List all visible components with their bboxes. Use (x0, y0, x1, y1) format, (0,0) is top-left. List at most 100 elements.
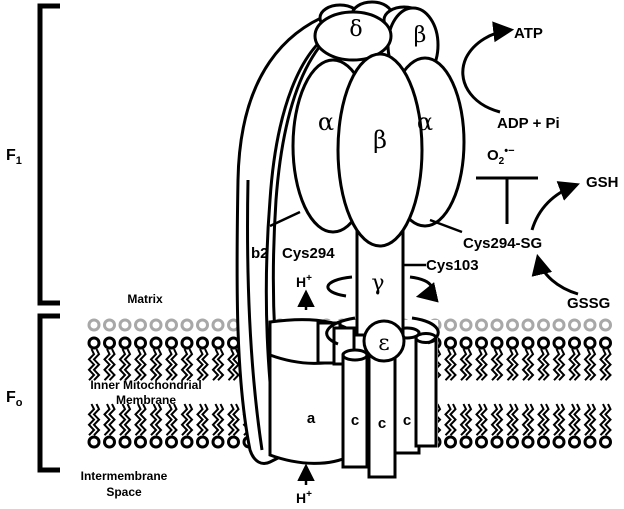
atp-label: ATP (514, 25, 543, 42)
lipid-head-outer (537, 318, 550, 332)
lipid-head-outer (599, 318, 612, 332)
lipid-head-outer (490, 318, 504, 332)
lipid-head-upper (599, 336, 612, 350)
lipid-head-lower (103, 435, 116, 449)
lipid-tail (170, 403, 178, 436)
lipid-tail (139, 403, 147, 436)
lipid-tail (573, 348, 581, 381)
lipid-tail (542, 403, 550, 436)
lipid-tail (103, 403, 111, 436)
lipid-tail (552, 348, 561, 381)
lipid-head-lower (165, 435, 178, 449)
lipid-tail (108, 348, 116, 381)
lipid-head-lower (180, 435, 194, 449)
lipid-head-outer (475, 318, 488, 332)
lipid-head-upper (149, 336, 163, 350)
lipid-head-outer (583, 318, 597, 332)
lipid-tail (495, 403, 504, 436)
lipid-tail (154, 403, 163, 436)
lipid-head-outer (552, 318, 566, 332)
cys294-sg-label: Cys294-SG (463, 235, 542, 252)
f1-head (291, 0, 466, 248)
lipid-head-upper (506, 336, 519, 350)
lipid-head-lower (552, 435, 566, 449)
lipid-tail (475, 348, 483, 381)
fo-bracket (37, 313, 60, 473)
lipid-tail (118, 348, 127, 381)
lipid-tail (201, 403, 209, 436)
lipid-tail (227, 348, 235, 381)
lipid-head-outer (568, 318, 581, 332)
lipid-tail (139, 348, 147, 381)
lipid-head-lower (227, 435, 240, 449)
lipid-tail (87, 348, 96, 381)
matrix-label: Matrix (127, 292, 163, 306)
lipid-tail (573, 403, 581, 436)
lipid-tail (211, 348, 220, 381)
lipid-tail (444, 403, 452, 436)
lipid-tail (490, 403, 499, 436)
lipid-head-outer (459, 318, 473, 332)
lipid-tail (180, 348, 189, 381)
lipid-head-outer (521, 318, 535, 332)
lipid-tail (464, 348, 473, 381)
lipid-tail (568, 348, 576, 381)
lipid-head-lower (568, 435, 581, 449)
subunit-c-label-1: c (351, 412, 359, 429)
lipid-head-upper (165, 336, 178, 350)
cys103-label: Cys103 (426, 257, 479, 274)
lipid-tail (480, 403, 488, 436)
lipid-head-outer (103, 318, 116, 332)
lipid-tail (201, 348, 209, 381)
gssg-arrow (531, 253, 579, 296)
lipid-tail (185, 403, 194, 436)
lipid-head-lower (134, 435, 147, 449)
lipid-tail (227, 403, 235, 436)
gsh-arrow (530, 181, 580, 231)
lipid-tail (149, 403, 158, 436)
lipid-tail (108, 403, 116, 436)
lipid-head-upper (118, 336, 132, 350)
lipid-tail (526, 348, 535, 381)
subunit-c-label-3: c (403, 412, 411, 429)
lipid-head-outer (118, 318, 132, 332)
lipid-tail (557, 348, 566, 381)
intermembrane-label-2: Space (106, 485, 142, 499)
lipid-tail (459, 403, 468, 436)
lipid-head-upper (459, 336, 473, 350)
lipid-head-upper (475, 336, 488, 350)
lipid-tail (154, 348, 163, 381)
alpha-label-right: α (417, 108, 433, 136)
lipid-head-lower (149, 435, 163, 449)
lipid-tail (604, 403, 612, 436)
lipid-tail (196, 348, 204, 381)
lipid-tail (165, 348, 173, 381)
lipid-tail (537, 348, 545, 381)
lipid-tail (92, 403, 101, 436)
lipid-tail (568, 403, 576, 436)
lipid-tail (588, 348, 597, 381)
lipid-tail (583, 348, 592, 381)
gamma-label: γ (371, 271, 384, 296)
lipid-tail (480, 348, 488, 381)
lipid-tail (599, 403, 607, 436)
rotation-arrow-lower (325, 316, 440, 346)
lipid-head-upper (583, 336, 597, 350)
cys294-label: Cys294 (282, 245, 335, 262)
lipid-tail (449, 403, 457, 436)
lipid-head-outer (196, 318, 209, 332)
lipid-tail (433, 403, 442, 436)
lipid-head-upper (211, 336, 225, 350)
inner-membrane-label-2: Membrane (116, 393, 176, 407)
beta-label-top: β (414, 23, 427, 48)
lipid-head-upper (87, 336, 101, 350)
epsilon-subunit (362, 319, 406, 363)
epsilon-label: ε (378, 331, 389, 356)
delta-label: δ (349, 17, 362, 42)
lipid-tail (123, 403, 132, 436)
lipid-tail (185, 348, 194, 381)
alpha-label-left: α (318, 108, 334, 136)
lipid-head-upper (134, 336, 147, 350)
lipid-head-outer (180, 318, 194, 332)
intermembrane-label-1: Intermembrane (81, 469, 168, 483)
